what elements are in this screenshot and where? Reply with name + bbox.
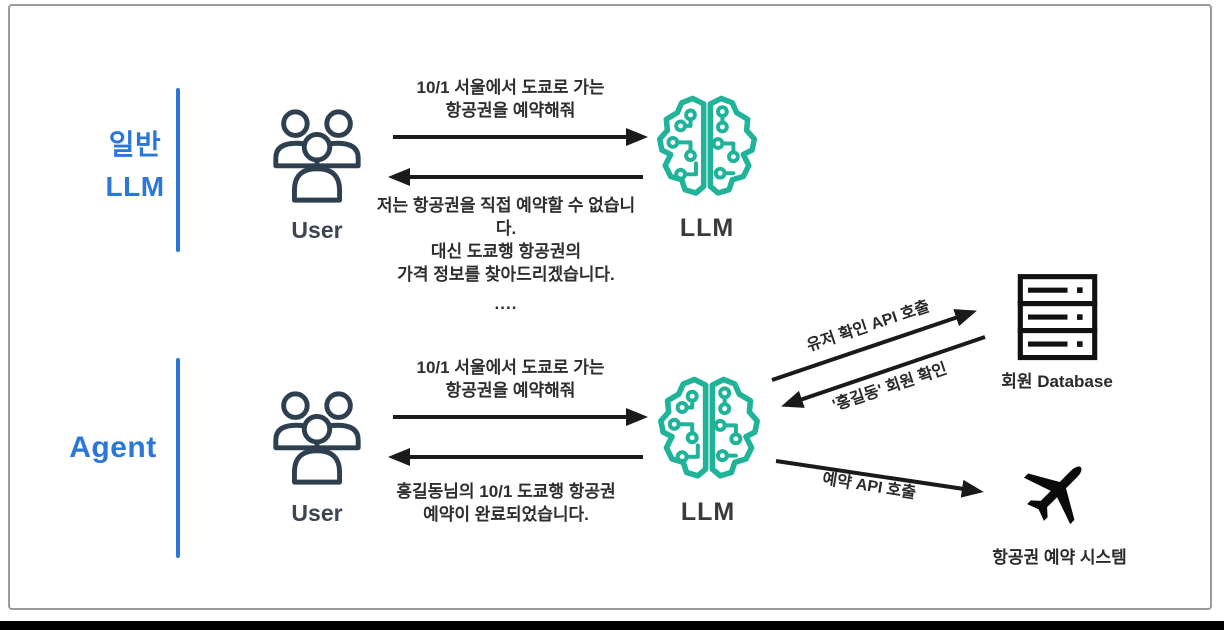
agent-llm-label: LLM (680, 498, 736, 526)
general-llm-section-title: 일반 LLM (55, 124, 215, 208)
brain-circuit-icon (653, 372, 765, 490)
agent-user-label: User (291, 500, 343, 526)
agent-request-line1: 10/1 서울에서 도쿄로 가는 (416, 358, 605, 377)
general-response-text: 저는 항공권을 직접 예약할 수 없습니다. 대신 도쿄행 항공권의 가격 정보… (375, 194, 637, 315)
agent-response-line1: 홍길동님의 10/1 도쿄행 항공권 (396, 482, 616, 501)
general-response-line2: 대신 도쿄행 항공권의 (430, 242, 582, 261)
general-title-line1: 일반 (108, 129, 162, 160)
general-request-line1: 10/1 서울에서 도쿄로 가는 (416, 78, 605, 97)
booking-system-label: 항공권 예약 시스템 (992, 548, 1127, 567)
agent-response-line2: 예약이 완료되었습니다. (423, 505, 589, 524)
general-user-label: User (291, 217, 343, 243)
users-icon (266, 388, 368, 488)
member-database-label: 회원 Database (1001, 372, 1113, 391)
general-response-line3: 가격 정보를 찾아드리겠습니다. (397, 265, 615, 284)
brain-circuit-icon (652, 92, 762, 206)
general-title-line2: LLM (105, 171, 165, 202)
general-response-ellipsis: .... (494, 294, 518, 313)
server-database-icon (1011, 272, 1104, 365)
agent-section-divider (176, 358, 180, 558)
general-response-line1: 저는 항공권을 직접 예약할 수 없습니다. (376, 196, 636, 238)
agent-request-text: 10/1 서울에서 도쿄로 가는 항공권을 예약해줘 (388, 356, 633, 402)
airplane-icon (1009, 446, 1102, 539)
bottom-black-bar (0, 621, 1224, 630)
general-llm-label: LLM (679, 214, 735, 242)
diagram-frame (8, 4, 1212, 610)
general-request-line2: 항공권을 예약해줘 (445, 101, 576, 120)
general-request-text: 10/1 서울에서 도쿄로 가는 항공권을 예약해줘 (388, 76, 633, 122)
users-icon (266, 106, 368, 206)
general-section-divider (176, 88, 180, 252)
agent-response-text: 홍길동님의 10/1 도쿄행 항공권 예약이 완료되었습니다. (375, 480, 637, 526)
agent-request-line2: 항공권을 예약해줘 (445, 381, 576, 400)
agent-section-title: Agent (69, 431, 157, 464)
